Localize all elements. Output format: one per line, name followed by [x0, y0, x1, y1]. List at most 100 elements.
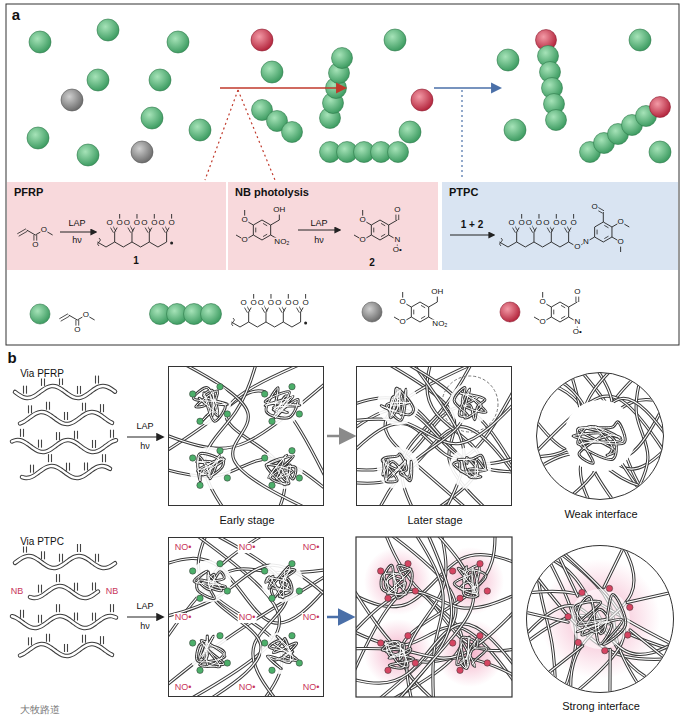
- pendant-vinyl: [51, 454, 52, 462]
- pendant-vinyl: [80, 386, 81, 394]
- anchored-strand-core: [627, 592, 675, 603]
- atom-label: O: [141, 219, 148, 228]
- coil-globule-core: [381, 565, 412, 598]
- polymer-strand-core: [20, 412, 112, 424]
- surface-group: [457, 667, 463, 673]
- coil-globule-core: [265, 388, 300, 418]
- surface-group: [377, 640, 383, 646]
- bond: [266, 322, 275, 327]
- pendant-vinyl: [98, 554, 99, 562]
- panel-b: [12, 356, 684, 707]
- network-strand-core: [169, 366, 322, 506]
- globule-gap: [377, 560, 419, 602]
- surface-group: [289, 560, 295, 566]
- surface-group: [189, 455, 195, 461]
- bond: [265, 312, 266, 322]
- pendant-vinyl: [64, 412, 65, 420]
- pendant-vinyl: [62, 554, 63, 562]
- pendant-vinyl: [26, 386, 27, 394]
- surface-group: [197, 595, 203, 601]
- polymer-strand-core: [12, 440, 116, 452]
- surface-group: [457, 595, 463, 601]
- aromatic-bond: [255, 228, 256, 233]
- network-strand-core: [356, 604, 512, 658]
- coil-globule-core: [454, 388, 486, 420]
- atom-label: O•: [392, 246, 402, 255]
- polymer-strand-core: [30, 586, 98, 598]
- surface-group: [261, 391, 267, 397]
- network-strand: [169, 366, 322, 506]
- end-group-label: NB: [105, 587, 119, 597]
- coil-globule: [454, 388, 486, 420]
- pendant-vinyl: [92, 440, 93, 448]
- bond: [533, 232, 534, 242]
- bond: [534, 242, 543, 247]
- wavy-bond: [500, 238, 503, 246]
- reaction-arrow: [238, 90, 275, 180]
- bond: [115, 242, 124, 247]
- pendant-vinyl: [77, 431, 78, 439]
- globule-gap: [189, 447, 231, 489]
- condition-label: LAP: [136, 602, 154, 612]
- network-strand: [408, 366, 464, 506]
- pendant-vinyl: [110, 604, 111, 612]
- coil-globule: [573, 422, 625, 463]
- pendant-vinyl: [31, 405, 32, 413]
- bond: [568, 232, 569, 242]
- atom-label: O•: [572, 328, 582, 337]
- surface-group: [625, 632, 631, 638]
- pendant-vinyl: [74, 431, 75, 439]
- pendant-vinyl: [56, 574, 57, 582]
- pendant-vinyl: [92, 582, 93, 590]
- surface-group: [197, 482, 203, 488]
- pendant-vinyl: [92, 613, 93, 621]
- coil-globule: [197, 453, 225, 481]
- network-strand: [168, 376, 324, 448]
- globule-gap: [261, 632, 303, 674]
- coil-globule: [454, 566, 486, 598]
- surface-group: [197, 418, 203, 424]
- atom-label: O: [158, 219, 165, 228]
- reaction-arrow: [327, 616, 352, 619]
- pendant-vinyl: [48, 454, 49, 462]
- pendant-vinyl: [105, 454, 106, 462]
- pendant-vinyl: [98, 376, 99, 384]
- surface-group: [296, 660, 302, 666]
- coil-globule: [454, 455, 487, 478]
- bond: [516, 232, 517, 242]
- box-title: PFRP: [13, 186, 44, 198]
- benzene-ring: [253, 220, 270, 240]
- route-label: Via PTPC: [20, 536, 65, 547]
- globule-gap: [449, 632, 491, 674]
- network-strand-core: [375, 366, 463, 506]
- pendant-vinyl: [67, 644, 68, 652]
- aromatic-bond: [263, 223, 267, 225]
- bond: [569, 302, 578, 307]
- node-text: LAP: [67, 219, 86, 229]
- polymer-strand: [15, 556, 115, 568]
- bond: [149, 242, 158, 247]
- pendant-vinyl: [95, 554, 96, 562]
- pendant-vinyl: [28, 405, 29, 413]
- pendant-vinyl: [59, 554, 60, 562]
- benzene-ring: [411, 302, 428, 322]
- pendant-vinyl: [85, 403, 86, 411]
- anchored-strand-core: [544, 646, 583, 676]
- bond: [275, 322, 284, 327]
- surface-group: [189, 640, 195, 646]
- photolysis-band: [228, 182, 438, 270]
- benzene-ring: [551, 302, 568, 322]
- pendant-vinyl: [59, 574, 60, 582]
- network-strand-core: [392, 537, 474, 697]
- box-title: NB photolysis: [234, 186, 310, 198]
- pendant-vinyl: [41, 551, 42, 559]
- surface-group: [269, 418, 275, 424]
- globule-gap: [189, 632, 231, 674]
- benzene-ring: [371, 220, 388, 240]
- surface-group: [296, 475, 302, 481]
- watermark: 大牧路道: [20, 704, 61, 715]
- coil-globule: [381, 388, 413, 420]
- ball: [141, 107, 163, 129]
- globule-gap: [189, 383, 231, 425]
- atom-label: O: [257, 299, 264, 308]
